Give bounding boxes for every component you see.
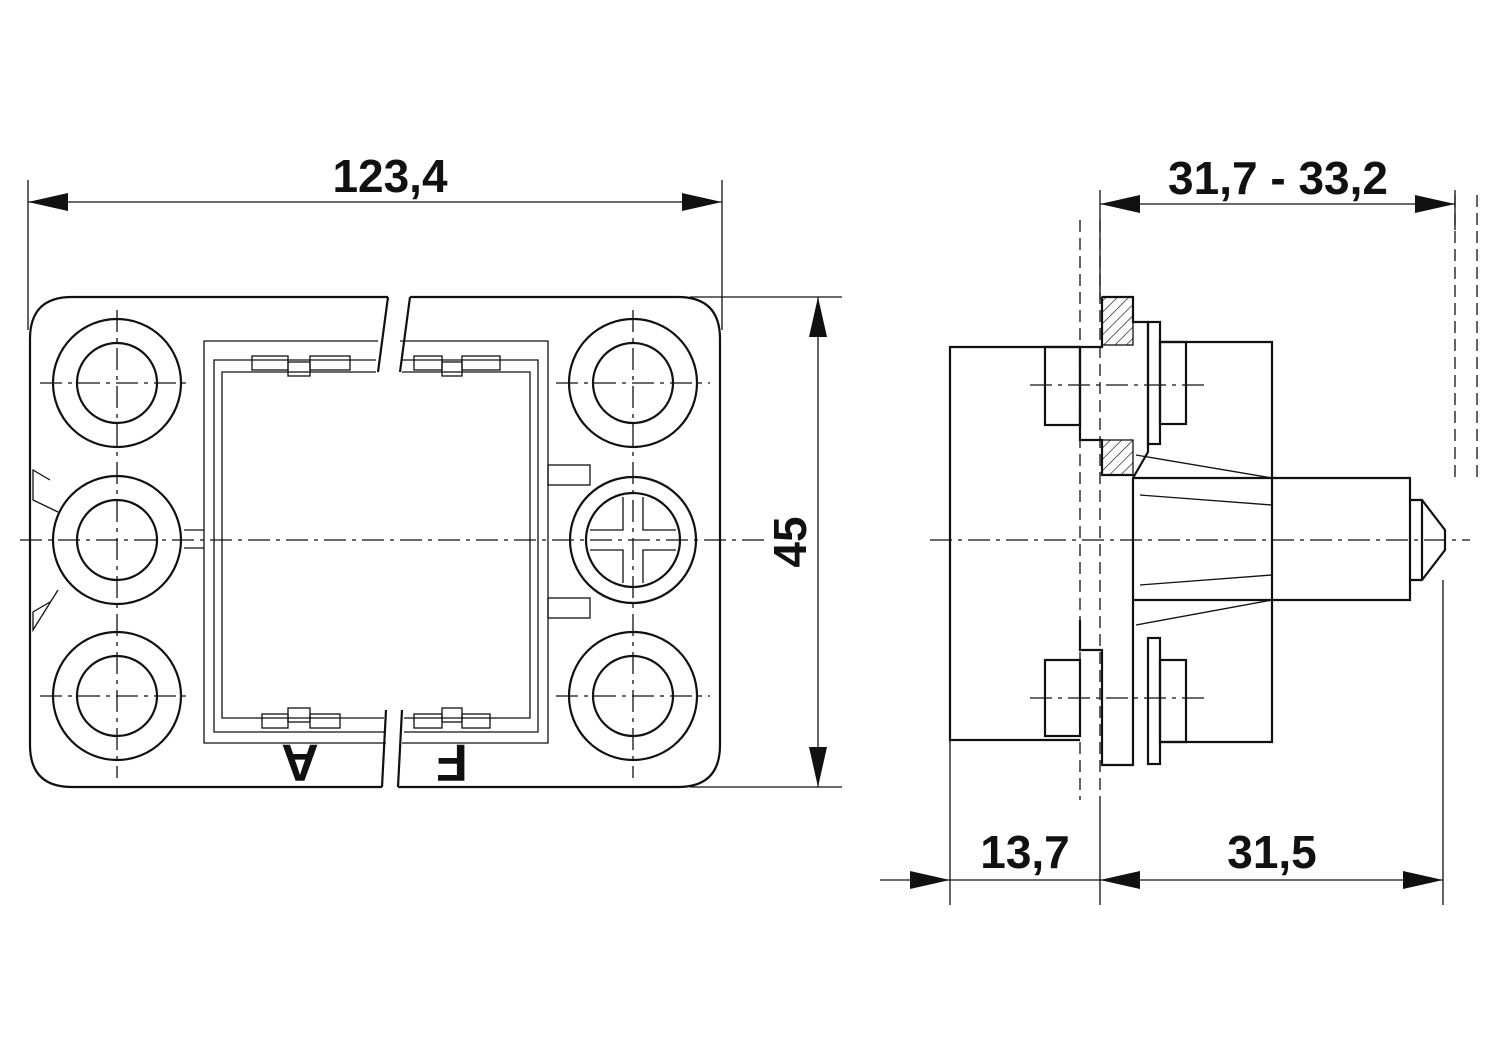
side-view: [930, 195, 1478, 800]
side-clamp-fingers: [1135, 454, 1273, 626]
latch-tabs: [251, 355, 591, 729]
dimension-overall-width: 123,4: [332, 150, 448, 202]
side-housing-body: [948, 340, 1274, 744]
dimension-rear-depth: 31,5: [1227, 826, 1317, 878]
front-housing-outline: [28, 295, 722, 789]
earth-contact-cross: [590, 497, 676, 583]
front-center-lines: [20, 310, 770, 778]
side-cable-gland: [1133, 476, 1447, 602]
dimension-front-depth: 13,7: [980, 826, 1070, 878]
side-flange: [1078, 295, 1150, 767]
central-frame: [203, 340, 549, 744]
slot-marking-a: A: [281, 733, 319, 791]
front-view: A F: [20, 295, 770, 791]
left-side-tabs: [32, 468, 204, 633]
dimension-panel-thickness-range: 31,7 - 33,2: [1168, 152, 1388, 204]
side-panel-lines: [1079, 195, 1478, 800]
dimension-overall-height: 45: [764, 516, 816, 567]
front-dimensions: 123,4 45: [27, 150, 842, 788]
side-dimensions: 31,7 - 33,2 13,7 31,5: [880, 152, 1456, 905]
side-center-lines: [930, 384, 1470, 699]
slot-marking-f: F: [436, 733, 468, 791]
